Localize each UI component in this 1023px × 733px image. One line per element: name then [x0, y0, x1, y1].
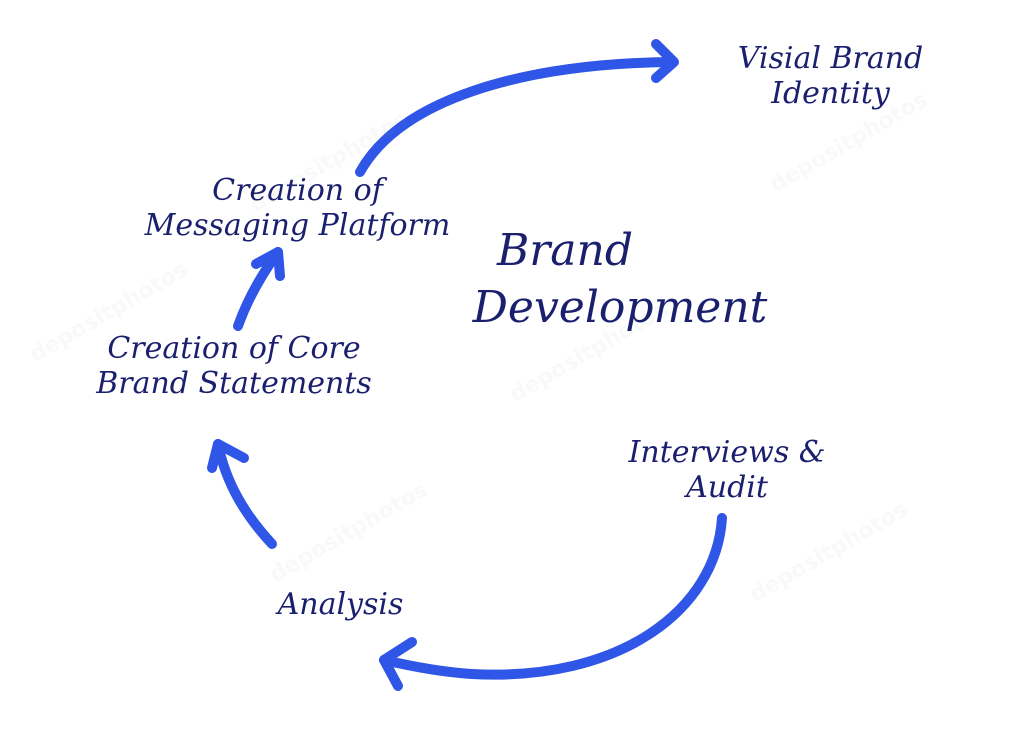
step-core-brand-statements: Creation of Core Brand Statements	[64, 331, 404, 401]
arrow-messaging-to-visual	[355, 57, 675, 177]
step-core-line2: Brand Statements	[96, 365, 372, 401]
arrow-head-messaging	[251, 247, 285, 281]
step-messaging-platform: Creation of Messaging Platform	[110, 173, 485, 243]
step-analysis-line1: Analysis	[277, 587, 404, 622]
step-core-line1: Creation of Core	[107, 331, 361, 366]
arrow-head-core	[207, 439, 249, 473]
arrow-head-analysis	[379, 637, 417, 691]
step-visual-line1: Visial Brand	[737, 41, 924, 76]
step-visual-line2: Identity	[771, 75, 890, 111]
step-interviews-line1: Interviews &	[628, 435, 826, 470]
step-messaging-line2: Messaging Platform	[144, 207, 451, 243]
diagram-title-line2: Development	[472, 282, 768, 334]
arrow-interviews-to-analysis	[379, 513, 727, 680]
step-interviews-audit: Interviews & Audit	[612, 435, 842, 505]
step-messaging-line1: Creation of	[212, 173, 383, 208]
arrow-head-visual	[651, 39, 679, 83]
step-interviews-line2: Audit	[686, 469, 768, 505]
diagram-title: Brand Development	[435, 222, 805, 336]
step-visual-brand-identity: Visial Brand Identity	[688, 41, 973, 111]
step-analysis: Analysis	[258, 587, 423, 623]
diagram-title-line1: Brand	[496, 225, 634, 276]
arrow-analysis-to-core	[213, 439, 277, 549]
